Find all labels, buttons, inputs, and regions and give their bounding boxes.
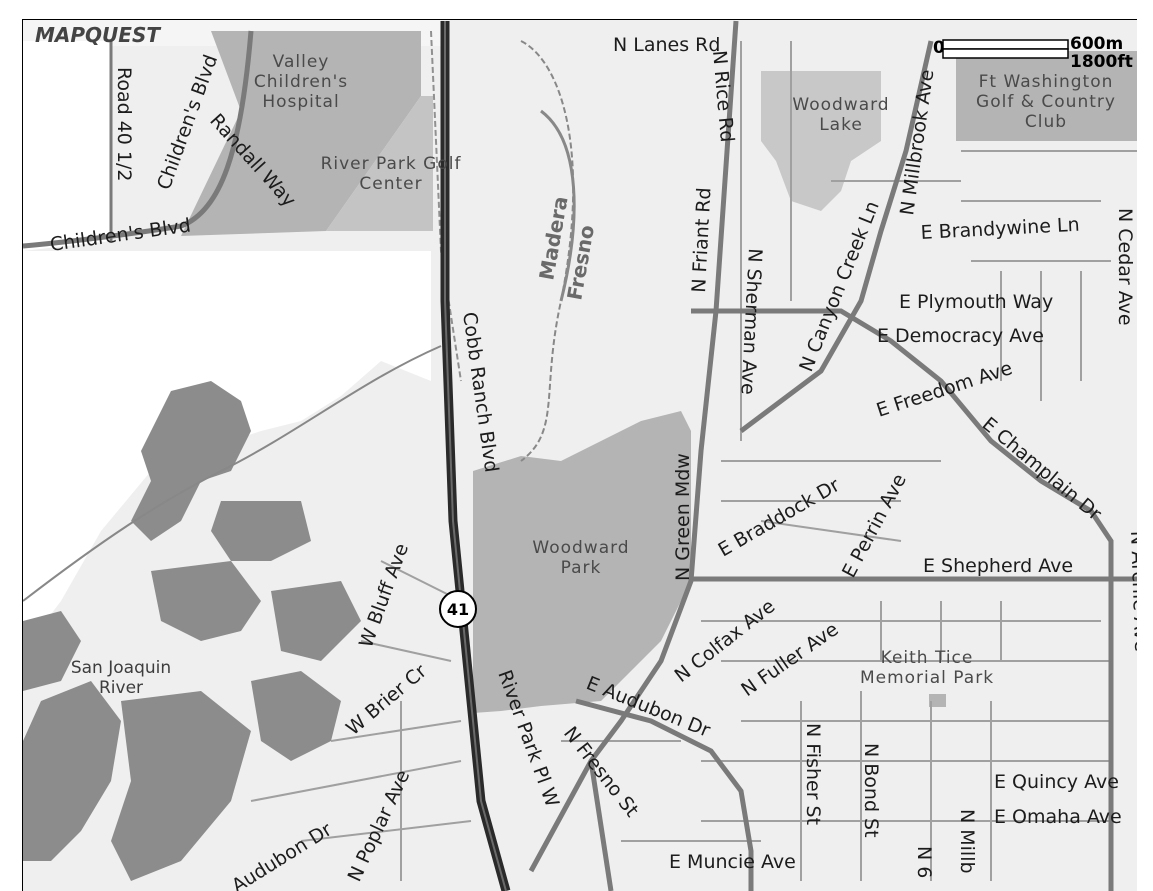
label-e-democracy-ave: E Democracy Ave — [877, 325, 1044, 347]
scale-metric: 600m — [1070, 34, 1123, 54]
label-e-muncie-ave: E Muncie Ave — [669, 851, 796, 873]
san-joaquin-river — [23, 381, 361, 881]
hospital-area — [181, 31, 421, 236]
major-roads — [23, 20, 1137, 891]
open-land — [23, 251, 431, 651]
open-land-nw — [23, 41, 111, 251]
label-road-40-half: Road 40 1/2 — [113, 67, 135, 182]
label-n-fisher-st: N Fisher St — [802, 723, 824, 825]
highway-shield-label: 41 — [447, 600, 469, 619]
scale-bar: 0 600m 1800ft — [933, 34, 1133, 72]
label-e-plymouth-way: E Plymouth Way — [899, 291, 1053, 313]
scale-imperial: 1800ft — [1070, 52, 1133, 72]
label-n-cedar-ave: N Cedar Ave — [1114, 208, 1136, 326]
woodward-park-area — [473, 411, 691, 713]
label-e-shepherd-ave: E Shepherd Ave — [923, 555, 1073, 577]
label-e-quincy-ave: E Quincy Ave — [994, 771, 1119, 793]
label-n-6: N 6 — [913, 846, 935, 878]
highway-shield: 41 — [439, 590, 477, 628]
label-n-archie-ave: N Archie Ave — [1126, 530, 1137, 652]
keith-tice-park-area — [929, 694, 946, 707]
label-n-green-mdw: N Green Mdw — [672, 453, 694, 581]
mapquest-logo: MAPQUEST — [35, 23, 161, 47]
country-club-area — [956, 51, 1137, 141]
label-n-lanes-rd: N Lanes Rd — [613, 34, 720, 56]
golf-center-area — [326, 96, 433, 231]
residential-streets — [250, 41, 1137, 881]
scale-zero: 0 — [933, 38, 945, 58]
label-n-millb: N Millb — [956, 809, 978, 874]
label-n-bond-st: N Bond St — [860, 743, 882, 838]
label-e-omaha-ave: E Omaha Ave — [994, 806, 1122, 828]
